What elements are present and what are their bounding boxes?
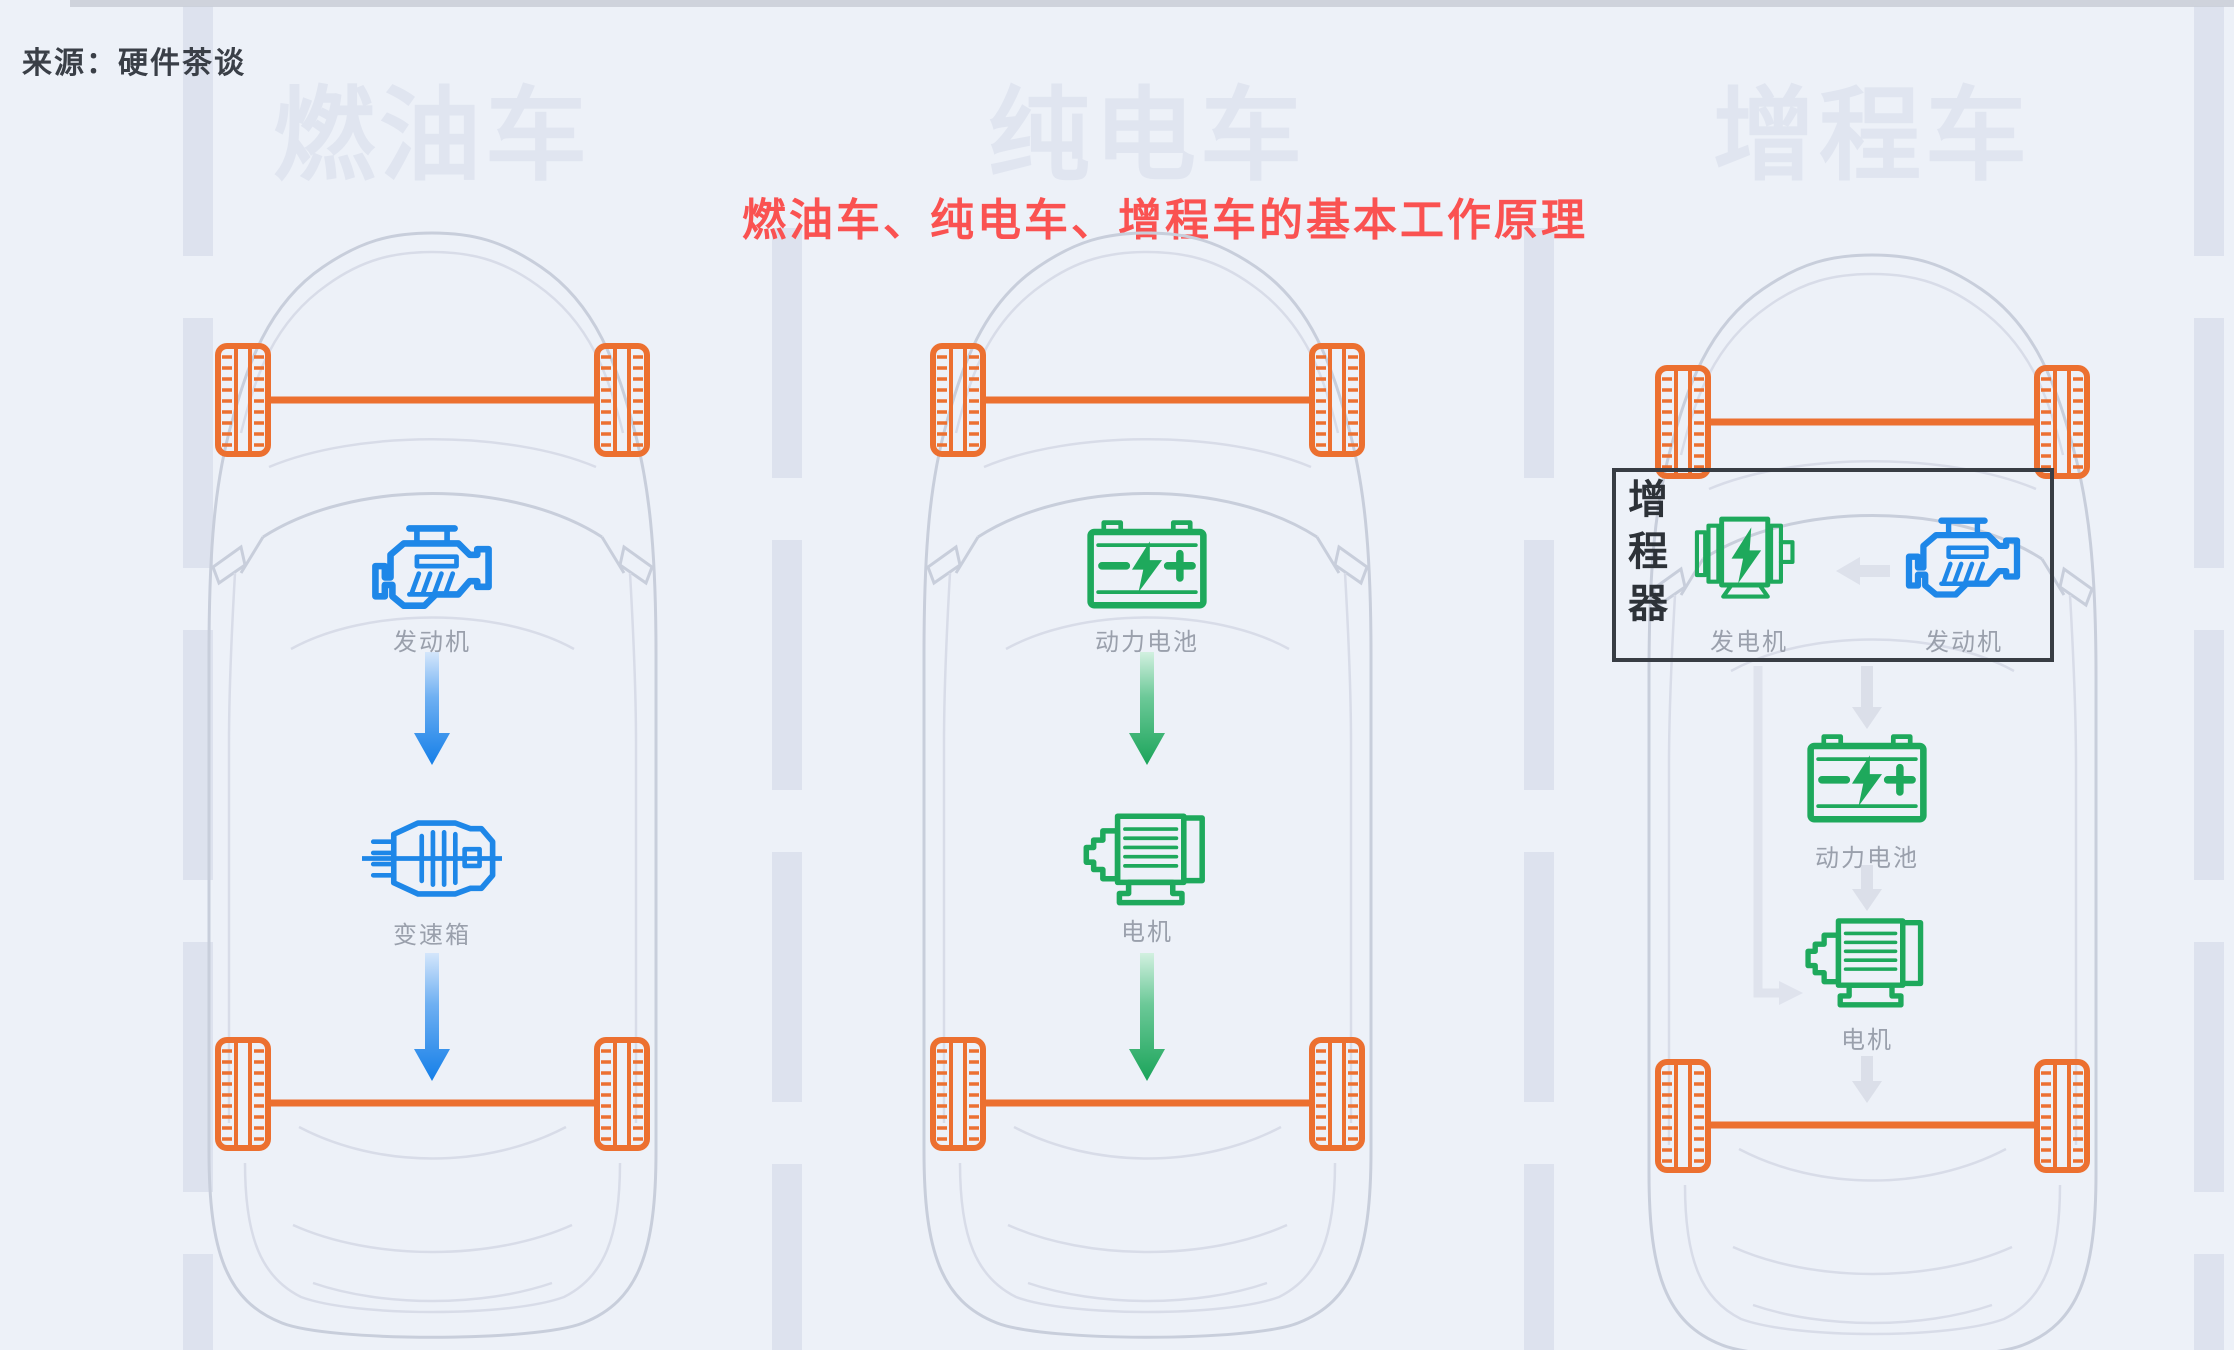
column-header-erev: 增程车 xyxy=(1713,81,2031,194)
wheel-icon xyxy=(597,346,647,454)
component-label-engine: 发动机 xyxy=(393,629,471,656)
flow-arrow-down-icon xyxy=(414,652,450,765)
wheel-icon xyxy=(2037,368,2087,476)
wheel-icon xyxy=(933,1040,983,1148)
component-label-battery: 动力电池 xyxy=(1815,845,1919,872)
flow-arrow-down-icon xyxy=(1852,666,1882,729)
battery-icon xyxy=(1091,523,1204,606)
top-edge-strip xyxy=(70,0,2234,7)
motor-icon xyxy=(1086,816,1202,902)
lane-marking xyxy=(2194,6,2224,1350)
wheel-icon xyxy=(2037,1062,2087,1170)
wheel-icon xyxy=(597,1040,647,1148)
wheel-icon xyxy=(933,346,983,454)
wheel-icon xyxy=(1658,368,1708,476)
flow-arrow-down-icon xyxy=(1852,1056,1882,1103)
flow-arrow-down-icon xyxy=(1129,652,1165,765)
column-header-ev: 纯电车 xyxy=(988,81,1306,194)
car-top-view-erev xyxy=(1647,253,2098,1350)
flow-arrow-down-icon xyxy=(414,953,450,1081)
source-credit: 来源：硬件茶谈 xyxy=(22,47,246,80)
generator-to-motor-line xyxy=(1753,666,1779,998)
lane-marking xyxy=(772,228,802,1350)
flow-arrow-down-icon xyxy=(1852,865,1882,911)
right-arrowhead-icon xyxy=(1779,981,1803,1005)
generator-icon xyxy=(1692,510,1804,604)
wheel-icon xyxy=(1312,1040,1362,1148)
range-extender-box: 增程器 发电机 发动机 xyxy=(1612,468,2054,662)
axle-line xyxy=(271,396,594,1107)
car-top-view-fuel xyxy=(207,231,658,1339)
wheel-icon xyxy=(1312,346,1362,454)
component-label-generator: 发电机 xyxy=(1710,629,1788,656)
engine-icon xyxy=(1900,508,2026,609)
range-extender-label: 增程器 xyxy=(1622,478,1666,634)
lane-marking xyxy=(1524,228,1554,1350)
left-arrow-icon xyxy=(1836,557,1890,585)
car-top-view-ev xyxy=(922,231,1373,1339)
engine-icon xyxy=(375,528,488,605)
page-title: 燃油车、纯电车、增程车的基本工作原理 xyxy=(742,196,1588,245)
column-header-fuel: 燃油车 xyxy=(273,81,591,194)
component-label-motor: 电机 xyxy=(1841,1027,1893,1054)
component-label-motor: 电机 xyxy=(1121,919,1173,946)
wheel-icon xyxy=(1658,1062,1708,1170)
wheel-icon xyxy=(218,346,268,454)
axle-line xyxy=(1711,418,2034,1129)
gearbox-icon xyxy=(362,823,502,894)
motor-icon xyxy=(1808,921,1921,1005)
battery-icon xyxy=(1811,737,1924,820)
component-label-gearbox: 变速箱 xyxy=(393,922,471,949)
axle-line xyxy=(986,396,1309,1107)
wheel-icon xyxy=(218,1040,268,1148)
component-label-engine: 发动机 xyxy=(1925,629,2003,656)
component-label-battery: 动力电池 xyxy=(1095,629,1199,656)
flow-arrow-down-icon xyxy=(1129,953,1165,1081)
